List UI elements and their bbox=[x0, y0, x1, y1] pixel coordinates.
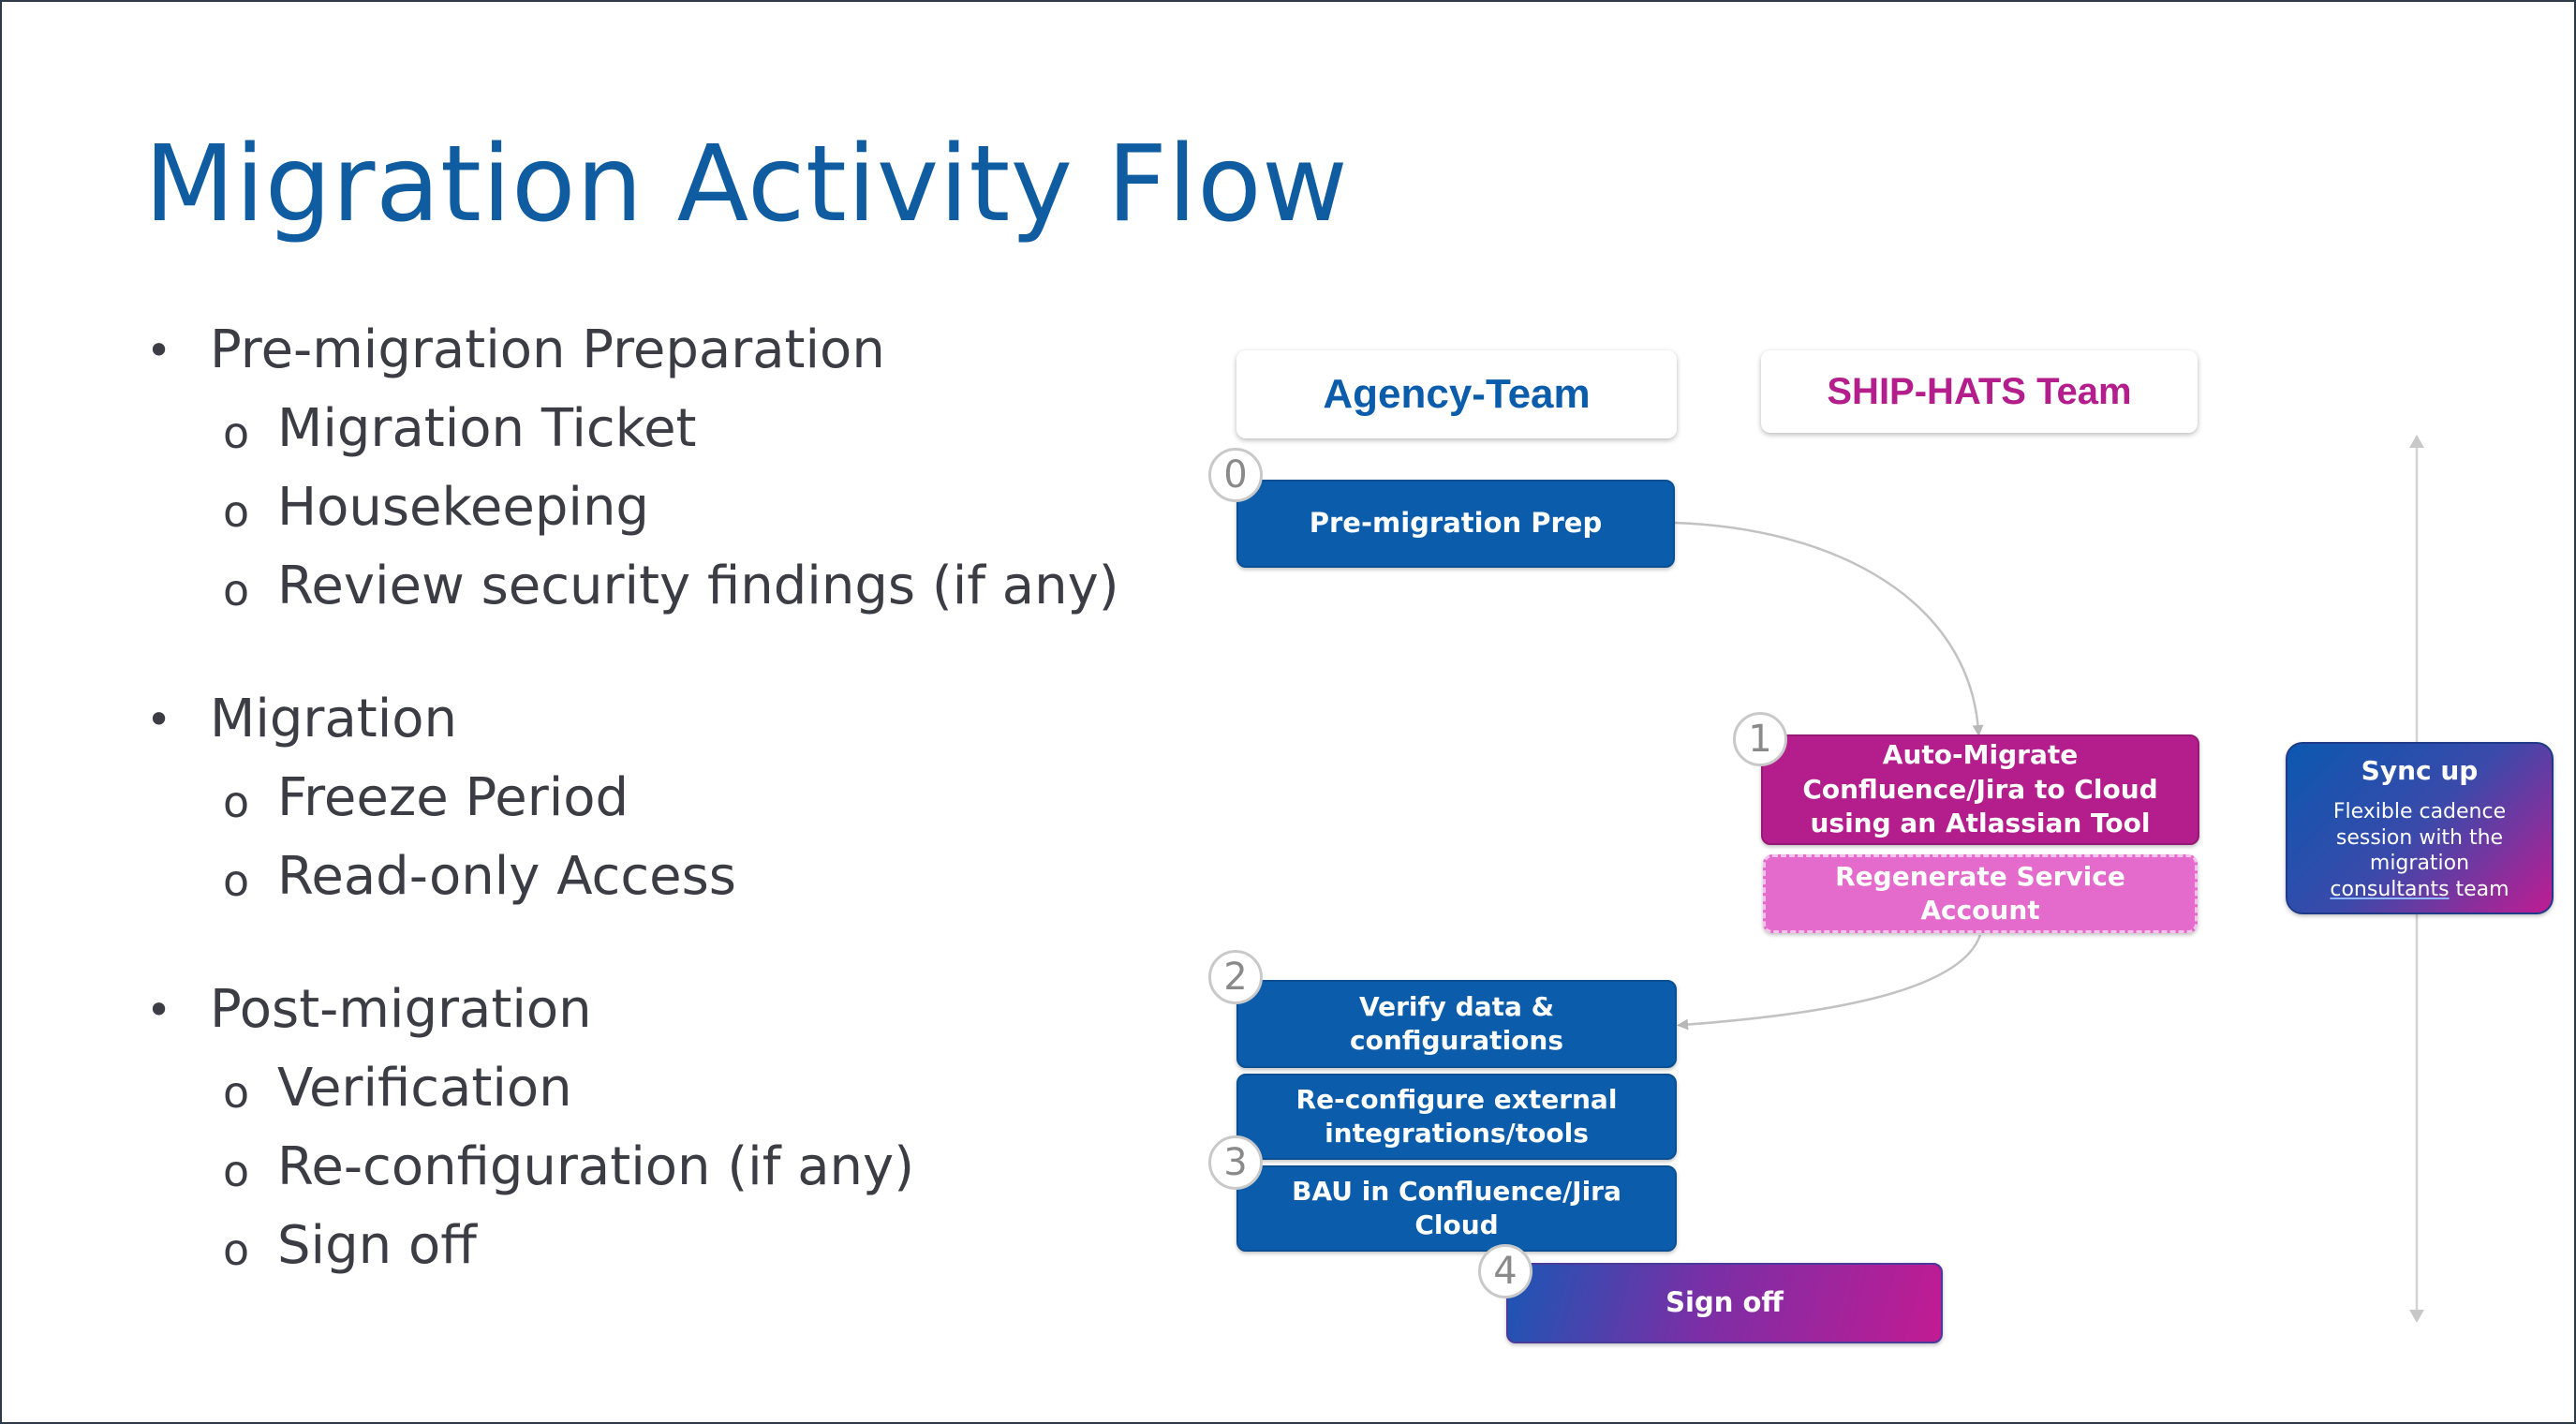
sub-bullet-item: o Verification bbox=[142, 1049, 1220, 1128]
sub-bullet-item: o Housekeeping bbox=[142, 468, 1220, 547]
step-auto-migrate: Auto-Migrate Confluence/Jira to Cloud us… bbox=[1761, 734, 2199, 845]
sub-bullet-label: Sign off bbox=[277, 1215, 477, 1276]
sync-up-text: Flexible cadence session with the migrat… bbox=[2330, 799, 2509, 902]
slide-title: Migration Activity Flow bbox=[144, 124, 1349, 245]
sub-bullet-marker: o bbox=[223, 777, 250, 827]
sync-up-title: Sync up bbox=[2361, 754, 2479, 786]
sub-bullet-label: Housekeeping bbox=[277, 477, 649, 538]
sub-bullet-marker: o bbox=[223, 408, 250, 458]
sync-up-word: team bbox=[2449, 877, 2509, 901]
section-pre-migration: • Pre-migration Preparation o Migration Ti… bbox=[142, 311, 1220, 626]
sub-bullet-item: o Review security findings (if any) bbox=[142, 547, 1220, 626]
bullet-list: • Pre-migration Preparation o Migration Ti… bbox=[142, 311, 1220, 1340]
step-badge-1: 1 bbox=[1733, 712, 1787, 766]
step-pre-migration-prep: Pre-migration Prep bbox=[1236, 480, 1675, 568]
step-badge-0: 0 bbox=[1208, 448, 1263, 502]
step-label-line: BAU in Confluence/Jira bbox=[1292, 1175, 1621, 1207]
step-badge-2: 2 bbox=[1208, 950, 1263, 1004]
step-reconfigure-integrations: Re-configure external integrations/tools bbox=[1236, 1074, 1677, 1160]
step-label-line: Auto-Migrate bbox=[1882, 739, 2079, 771]
bullet-dot: • bbox=[146, 694, 172, 745]
step-sign-off: Sign off bbox=[1506, 1263, 1943, 1343]
sub-bullet-marker: o bbox=[223, 486, 250, 537]
sub-bullet-item: o Re-configuration (if any) bbox=[142, 1128, 1220, 1207]
arrow-prep-to-automigrate bbox=[1674, 521, 1984, 736]
sub-bullet-item: o Read-only Access bbox=[142, 838, 1220, 916]
sub-bullet-label: Verification bbox=[277, 1058, 572, 1119]
bullet-dot: • bbox=[146, 325, 172, 376]
bullet-label: Post-migration bbox=[210, 979, 592, 1040]
agency-team-header: Agency-Team bbox=[1236, 350, 1677, 438]
sub-bullet-marker: o bbox=[223, 1067, 250, 1118]
step-label-line: Re-configure external bbox=[1295, 1083, 1618, 1115]
step-label-line: using an Atlassian Tool bbox=[1810, 808, 2151, 839]
step-label: Regenerate Service Account bbox=[1835, 860, 2125, 926]
sync-up-line: consultants team bbox=[2330, 877, 2509, 903]
sub-bullet-marker: o bbox=[223, 565, 250, 616]
timeline-arrow-bottom-icon bbox=[2409, 1310, 2424, 1323]
step-badge-4: 4 bbox=[1478, 1244, 1532, 1298]
agency-team-label: Agency-Team bbox=[1323, 371, 1591, 417]
shiphats-team-label: SHIP-HATS Team bbox=[1827, 371, 2132, 412]
sync-up-underlined-word: consultants bbox=[2330, 877, 2450, 901]
bullet-item: • Migration bbox=[142, 680, 1220, 759]
sync-up-line: migration bbox=[2369, 852, 2470, 876]
sync-up-box: Sync up Flexible cadence session with th… bbox=[2286, 742, 2554, 914]
sync-up-line: session with the bbox=[2335, 825, 2504, 850]
sub-bullet-label: Review security findings (if any) bbox=[277, 556, 1119, 616]
bullet-item: • Post-migration bbox=[142, 971, 1220, 1049]
step-verify-data: Verify data & configurations bbox=[1236, 980, 1677, 1068]
step-label-line: Cloud bbox=[1414, 1209, 1499, 1240]
sub-bullet-marker: o bbox=[223, 1224, 250, 1275]
sub-bullet-label: Migration Ticket bbox=[277, 398, 697, 459]
sub-bullet-item: o Sign off bbox=[142, 1207, 1220, 1285]
bullet-dot: • bbox=[146, 985, 172, 1035]
sub-bullet-item: o Migration Ticket bbox=[142, 390, 1220, 468]
step-badge-3: 3 bbox=[1208, 1135, 1263, 1190]
timeline-arrow-top-icon bbox=[2409, 435, 2424, 448]
bullet-label: Migration bbox=[210, 689, 458, 749]
sub-bullet-marker: o bbox=[223, 855, 250, 906]
sub-bullet-marker: o bbox=[223, 1146, 250, 1196]
step-regenerate-service-account: Regenerate Service Account bbox=[1763, 854, 2198, 933]
step-label: Verify data & configurations bbox=[1349, 990, 1564, 1056]
step-label-line: Confluence/Jira to Cloud bbox=[1802, 773, 2158, 805]
shiphats-team-header: SHIP-HATS Team bbox=[1761, 350, 2198, 433]
sub-bullet-label: Read-only Access bbox=[277, 846, 736, 907]
sub-bullet-item: o Freeze Period bbox=[142, 759, 1220, 838]
arrow-regenerate-to-verify bbox=[1677, 934, 1982, 1031]
bullet-item: • Pre-migration Preparation bbox=[142, 311, 1220, 390]
sub-bullet-label: Freeze Period bbox=[277, 767, 629, 828]
step-label-line: integrations/tools bbox=[1325, 1118, 1589, 1149]
step-label: Sign off bbox=[1666, 1286, 1784, 1319]
step-bau-cloud: BAU in Confluence/Jira Cloud bbox=[1236, 1165, 1677, 1252]
sub-bullet-label: Re-configuration (if any) bbox=[277, 1136, 915, 1197]
sync-up-line: Flexible cadence bbox=[2332, 800, 2507, 824]
step-label: Pre-migration Prep bbox=[1309, 507, 1603, 540]
bullet-label: Pre-migration Preparation bbox=[210, 319, 885, 380]
